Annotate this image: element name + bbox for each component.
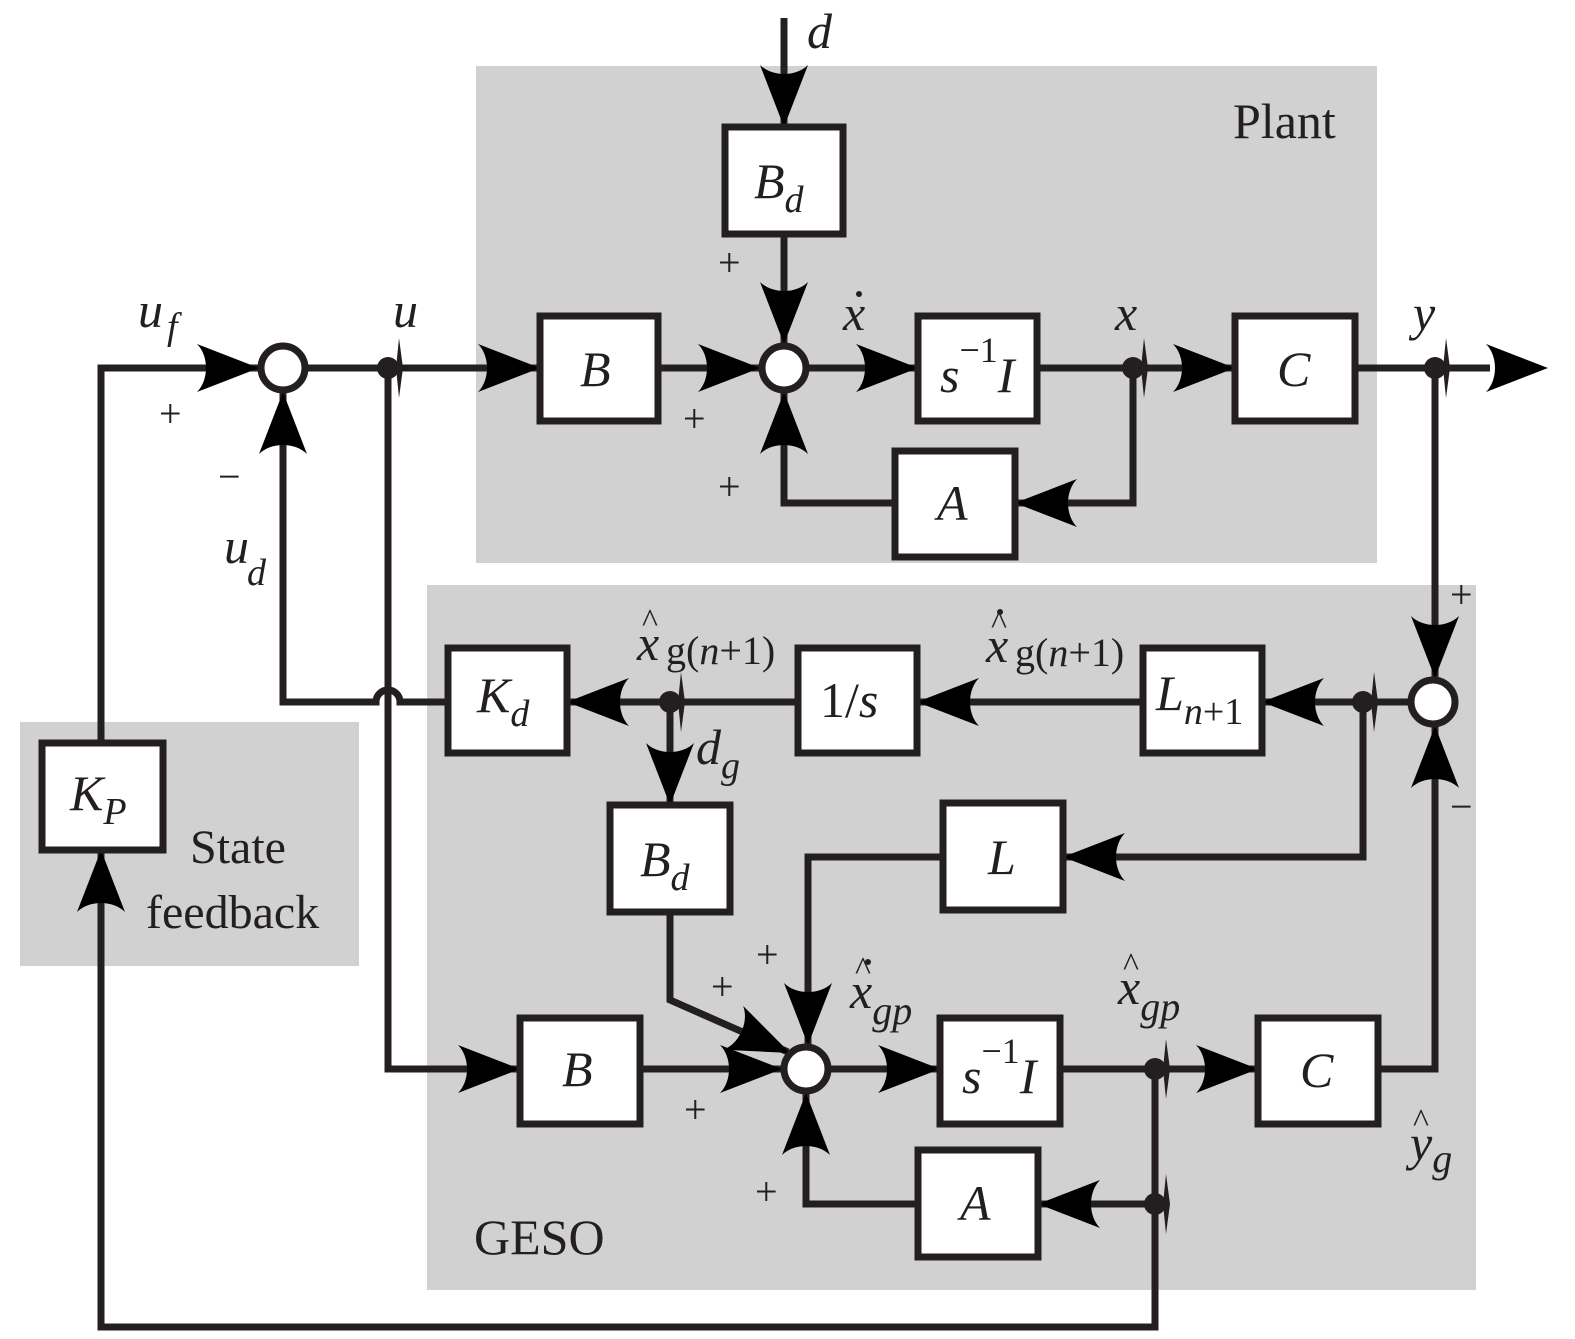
signal-y-label: y [1408, 285, 1436, 341]
svg-text:xgp: xgp [1117, 959, 1180, 1029]
sign-y-plus: + [1450, 572, 1473, 617]
sign-ax-plus: + [718, 464, 741, 509]
block-geso-b: B [516, 1014, 644, 1128]
branch-xgp-a [1144, 1193, 1166, 1215]
branch-y [1424, 357, 1446, 379]
sign-yhat-minus: − [1450, 784, 1473, 829]
block-geso-c: C [1254, 1014, 1382, 1128]
signal-ud-label: ud [224, 518, 267, 594]
svg-text:C: C [1300, 1042, 1334, 1098]
svg-text:Bd: Bd [640, 831, 691, 899]
svg-text:^: ^ [991, 605, 1007, 642]
branch-xgp [1144, 1058, 1166, 1080]
state-feedback-label-line2: feedback [146, 886, 319, 939]
sign-uf-plus: + [159, 391, 182, 436]
signal-u-label: u [393, 282, 418, 338]
sign-geso-bu-plus: + [684, 1087, 707, 1132]
svg-text:A: A [934, 475, 968, 531]
svg-text:^: ^ [855, 951, 871, 988]
block-geso-l: L [939, 799, 1067, 914]
signal-x-label: x [1114, 285, 1137, 341]
wire-error-to-l [1063, 702, 1367, 861]
svg-text:xgp: xgp [849, 963, 912, 1033]
signal-xhat-g-n1-label: x ^ g(n+1) [636, 603, 775, 673]
svg-text:Ln+1: Ln+1 [1155, 665, 1243, 733]
signal-xhat-gp-label: xgp ^ [1117, 947, 1180, 1029]
svg-text:g(n+1): g(n+1) [1015, 630, 1124, 675]
branch-u [377, 357, 399, 379]
signal-xhat-dot-g-n1-label: x ^ g(n+1) [985, 605, 1124, 675]
block-geso-a: A [914, 1146, 1042, 1261]
wire-kd-to-ud [279, 392, 448, 706]
svg-text:L: L [987, 829, 1016, 885]
block-plant-a: A [891, 447, 1019, 561]
sign-labels: + − + + + + − + + + + [159, 240, 1473, 1214]
block-plant-b: B [536, 312, 662, 425]
svg-text:1/s: 1/s [820, 672, 878, 728]
svg-text:Kd: Kd [476, 667, 530, 735]
sign-bu-plus: + [683, 396, 706, 441]
signal-xhat-dot-gp-label: xgp ^ [849, 951, 912, 1033]
signal-d-label: d [807, 3, 833, 59]
svg-text:^: ^ [1413, 1103, 1429, 1140]
block-plant-bd: Bd [721, 123, 847, 238]
sign-ud-minus: − [218, 454, 241, 499]
svg-text:^: ^ [642, 603, 658, 640]
block-integrator-scalar: 1/s [794, 644, 921, 757]
signal-xdot-label: x [842, 285, 865, 341]
svg-text:x: x [985, 617, 1008, 673]
block-plant-c: C [1231, 312, 1359, 425]
block-kd: Kd [444, 644, 571, 757]
error-summing-junction [1407, 676, 1459, 728]
svg-text:yg: yg [1405, 1115, 1452, 1181]
svg-text:g(n+1): g(n+1) [666, 628, 775, 673]
svg-text:A: A [957, 1175, 991, 1231]
branch-xhat-n1 [659, 691, 681, 713]
plant-region-label: Plant [1233, 93, 1336, 149]
observer-summing-junction [780, 1043, 832, 1095]
svg-text:^: ^ [1123, 947, 1139, 984]
block-kp: KP [38, 739, 167, 854]
svg-text:s−1I: s−1I [962, 1031, 1039, 1104]
sign-geso-ax-plus: + [755, 1169, 778, 1214]
sign-geso-bd-plus: + [711, 964, 734, 1009]
block-geso-bd: Bd [606, 801, 734, 916]
branch-error [1352, 691, 1374, 713]
svg-text:B: B [562, 1041, 593, 1097]
svg-text:C: C [1277, 341, 1311, 397]
wire-yhat-g [1378, 726, 1439, 1073]
svg-text:s−1I: s−1I [940, 330, 1017, 403]
branch-y-tick [1443, 338, 1450, 398]
sign-bd-plus: + [718, 240, 741, 285]
branch-points [377, 338, 1450, 1234]
arrow-y-out [1486, 344, 1548, 392]
plant-summing-junction [758, 342, 810, 394]
branch-x [1122, 357, 1144, 379]
control-summing-junction [257, 342, 309, 394]
svg-text:KP: KP [69, 765, 127, 833]
state-feedback-label-line1: State [190, 821, 286, 874]
branch-u-tick [396, 338, 403, 398]
wire-geso-l [804, 853, 943, 1045]
sign-geso-l-plus: + [756, 932, 779, 977]
signal-yhat-g-label: yg ^ [1405, 1103, 1452, 1181]
block-geso-integrator: s−1I [936, 1014, 1064, 1128]
signal-dg-label: dg [696, 719, 740, 787]
arrow-uf [197, 344, 259, 392]
svg-text:B: B [580, 341, 611, 397]
svg-text:x: x [842, 285, 865, 341]
geso-region-label: GESO [474, 1209, 605, 1265]
block-l-n-plus-1: Ln+1 [1139, 644, 1266, 757]
svg-text:x: x [636, 615, 659, 671]
svg-text:Bd: Bd [754, 153, 805, 221]
block-plant-integrator: s−1I [914, 312, 1041, 425]
arrow-ud [259, 392, 307, 454]
